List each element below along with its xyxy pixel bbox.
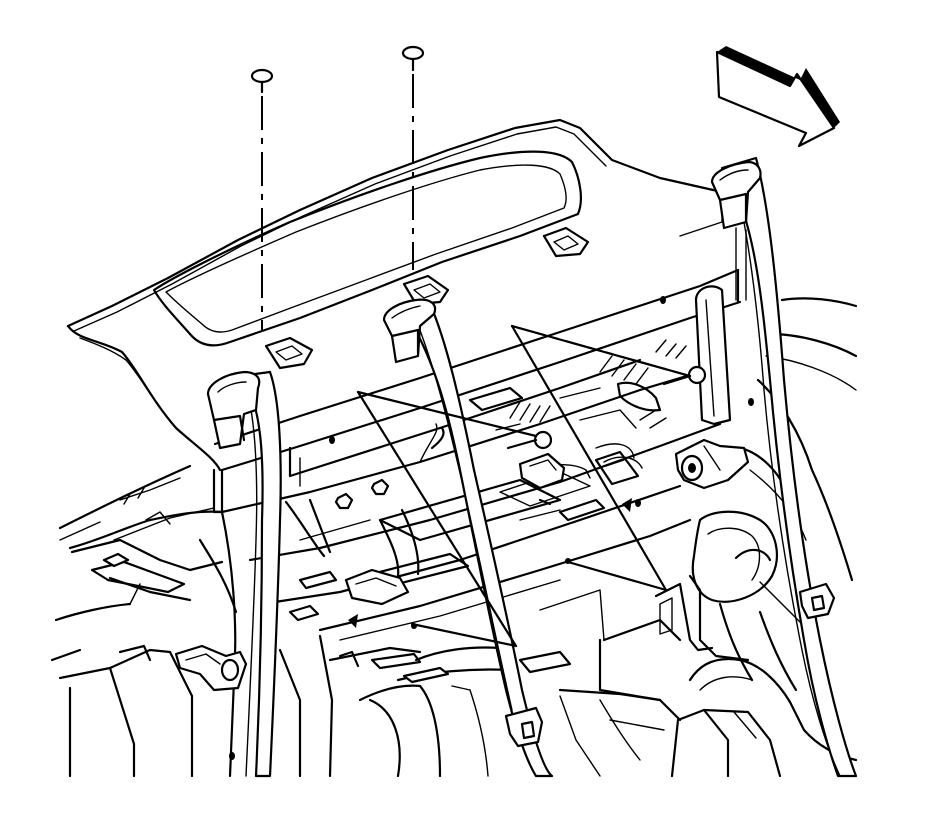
trunk-floor-center <box>278 634 572 778</box>
belt-anchor-right <box>674 438 750 490</box>
belt-retractor-cover-right <box>694 285 732 426</box>
push-pin-fastener <box>506 430 553 450</box>
trim-clip-bracket <box>518 452 566 490</box>
push-pin-fastener <box>662 365 707 386</box>
push-pin-retainer-1 <box>250 68 274 330</box>
belt-guide-center <box>382 298 437 364</box>
rear-window-trim-panel <box>66 118 724 472</box>
anchor-bolt-leader <box>595 443 635 459</box>
belt-guide-center-leader <box>510 324 692 592</box>
belt-guide-left-leader <box>356 390 538 648</box>
retainer-socket <box>542 226 590 258</box>
seatback-frame <box>220 296 754 760</box>
belt-guide-left <box>206 370 261 450</box>
belt-buckle-tongue-right <box>798 582 836 620</box>
seat-belt-left <box>174 370 282 778</box>
belt-buckle-tongue-center <box>504 706 544 748</box>
front-of-vehicle-arrow-icon <box>715 46 840 148</box>
trunk-floor-left <box>50 464 238 778</box>
hex-nut <box>334 492 354 510</box>
seat-belt-center <box>344 298 554 778</box>
belt-anchor-center <box>344 508 420 606</box>
hex-nut <box>370 478 390 496</box>
seat-belt-right <box>674 156 858 778</box>
push-pin-retainer-2 <box>401 45 425 270</box>
belt-guide-right <box>710 160 762 230</box>
retainer-socket <box>264 336 314 370</box>
belt-anchor-left <box>174 644 248 692</box>
